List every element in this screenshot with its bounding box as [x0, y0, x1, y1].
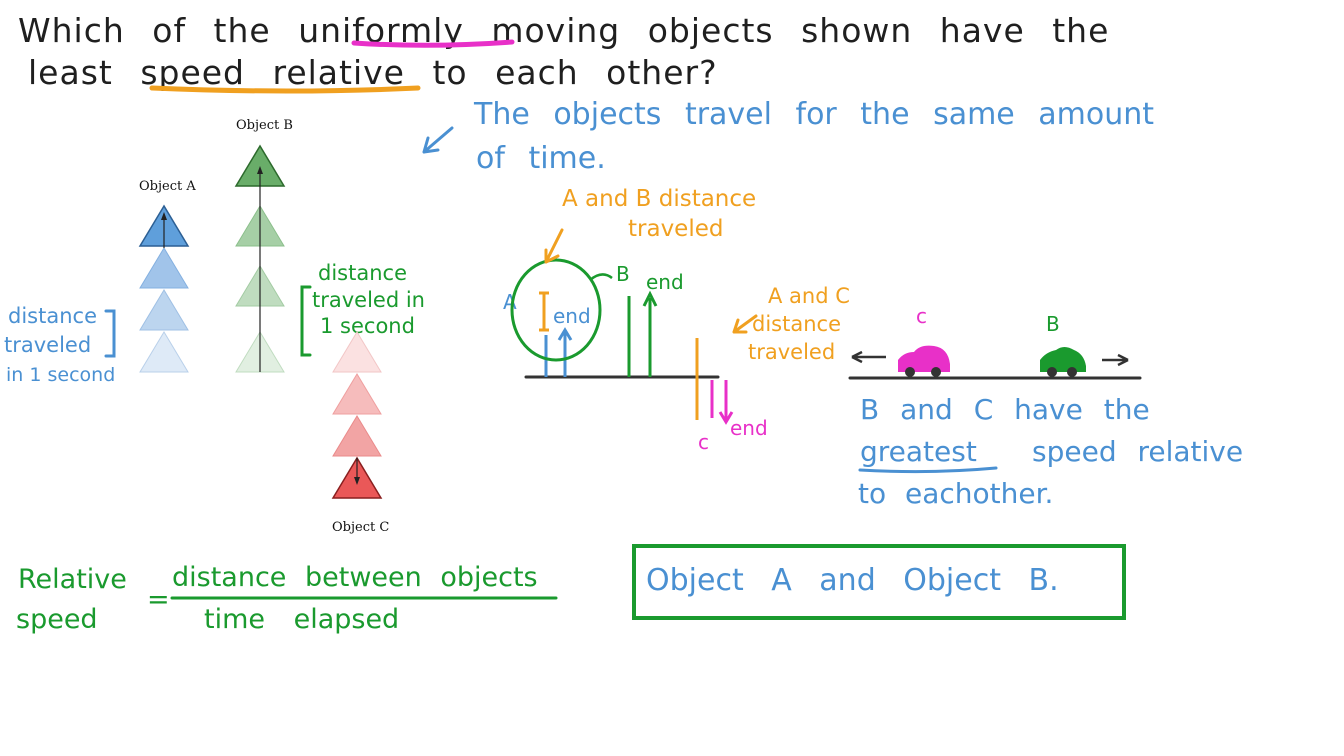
same-time-note-2: of time. [476, 141, 606, 176]
diagram-end-a: end [553, 304, 591, 328]
ac-distance-note-1: A and C [768, 284, 850, 308]
ab-circle [510, 258, 602, 362]
green-bracket [300, 285, 312, 357]
car-b-label: B [1046, 312, 1060, 336]
answer-text: Object A and Object B. [646, 563, 1059, 598]
distance-note-blue-1: distance [8, 304, 97, 328]
ab-distance-note-1: A and B distance [562, 186, 757, 212]
formula-speed: speed [16, 604, 98, 635]
distance-note-blue-3: in 1 second [6, 364, 116, 386]
distance-note-green-1: distance [318, 261, 407, 285]
distance-note-blue-2: traveled [4, 333, 92, 357]
ab-distance-note-2: traveled [628, 216, 724, 242]
object-c-triangles [331, 331, 383, 499]
ab-distance-bar [539, 291, 549, 332]
object-b-triangles [234, 144, 286, 373]
diagram-label-c: c [698, 430, 709, 454]
green-car [1040, 347, 1086, 377]
question-line-1: Which of the uniformly moving objects sh… [18, 11, 1110, 50]
formula-denominator: time elapsed [204, 604, 400, 635]
uniformly-highlight [351, 39, 515, 48]
greatest-note-2b: speed relative [1032, 435, 1244, 468]
diagram-end-b: end [646, 270, 684, 294]
formula-relative: Relative [18, 564, 127, 595]
ac-distance-note-2: distance [752, 312, 841, 336]
formula-numerator: distance between objects [172, 562, 538, 593]
car-c-label: c [916, 304, 927, 328]
formula-equals: = [147, 584, 170, 615]
blue-bracket [104, 309, 116, 358]
object-a-label: Object A [139, 179, 196, 194]
question-line-2: least speed relative to each other? [28, 53, 718, 92]
greatest-note-3: to eachother. [858, 477, 1054, 510]
diagram-end-c: end [730, 416, 768, 440]
distance-note-green-2: traveled in [312, 288, 425, 312]
same-time-note-1: The objects travel for the same amount [474, 97, 1155, 132]
object-a-triangles [138, 204, 190, 373]
object-b-label: Object B [236, 118, 293, 133]
greatest-note-2a: greatest [860, 435, 977, 468]
object-c-label: Object C [332, 520, 390, 535]
ac-distance-note-3: traveled [748, 340, 836, 364]
greatest-note-1: B and C have the [860, 393, 1150, 426]
pink-car [898, 345, 950, 377]
diagram-label-b: B [616, 262, 630, 286]
speed-relative-highlight [149, 85, 421, 94]
pointer-arrow [422, 126, 454, 154]
answer-box: Object A and Object B. [632, 544, 1126, 620]
distance-note-green-3: 1 second [320, 314, 415, 338]
